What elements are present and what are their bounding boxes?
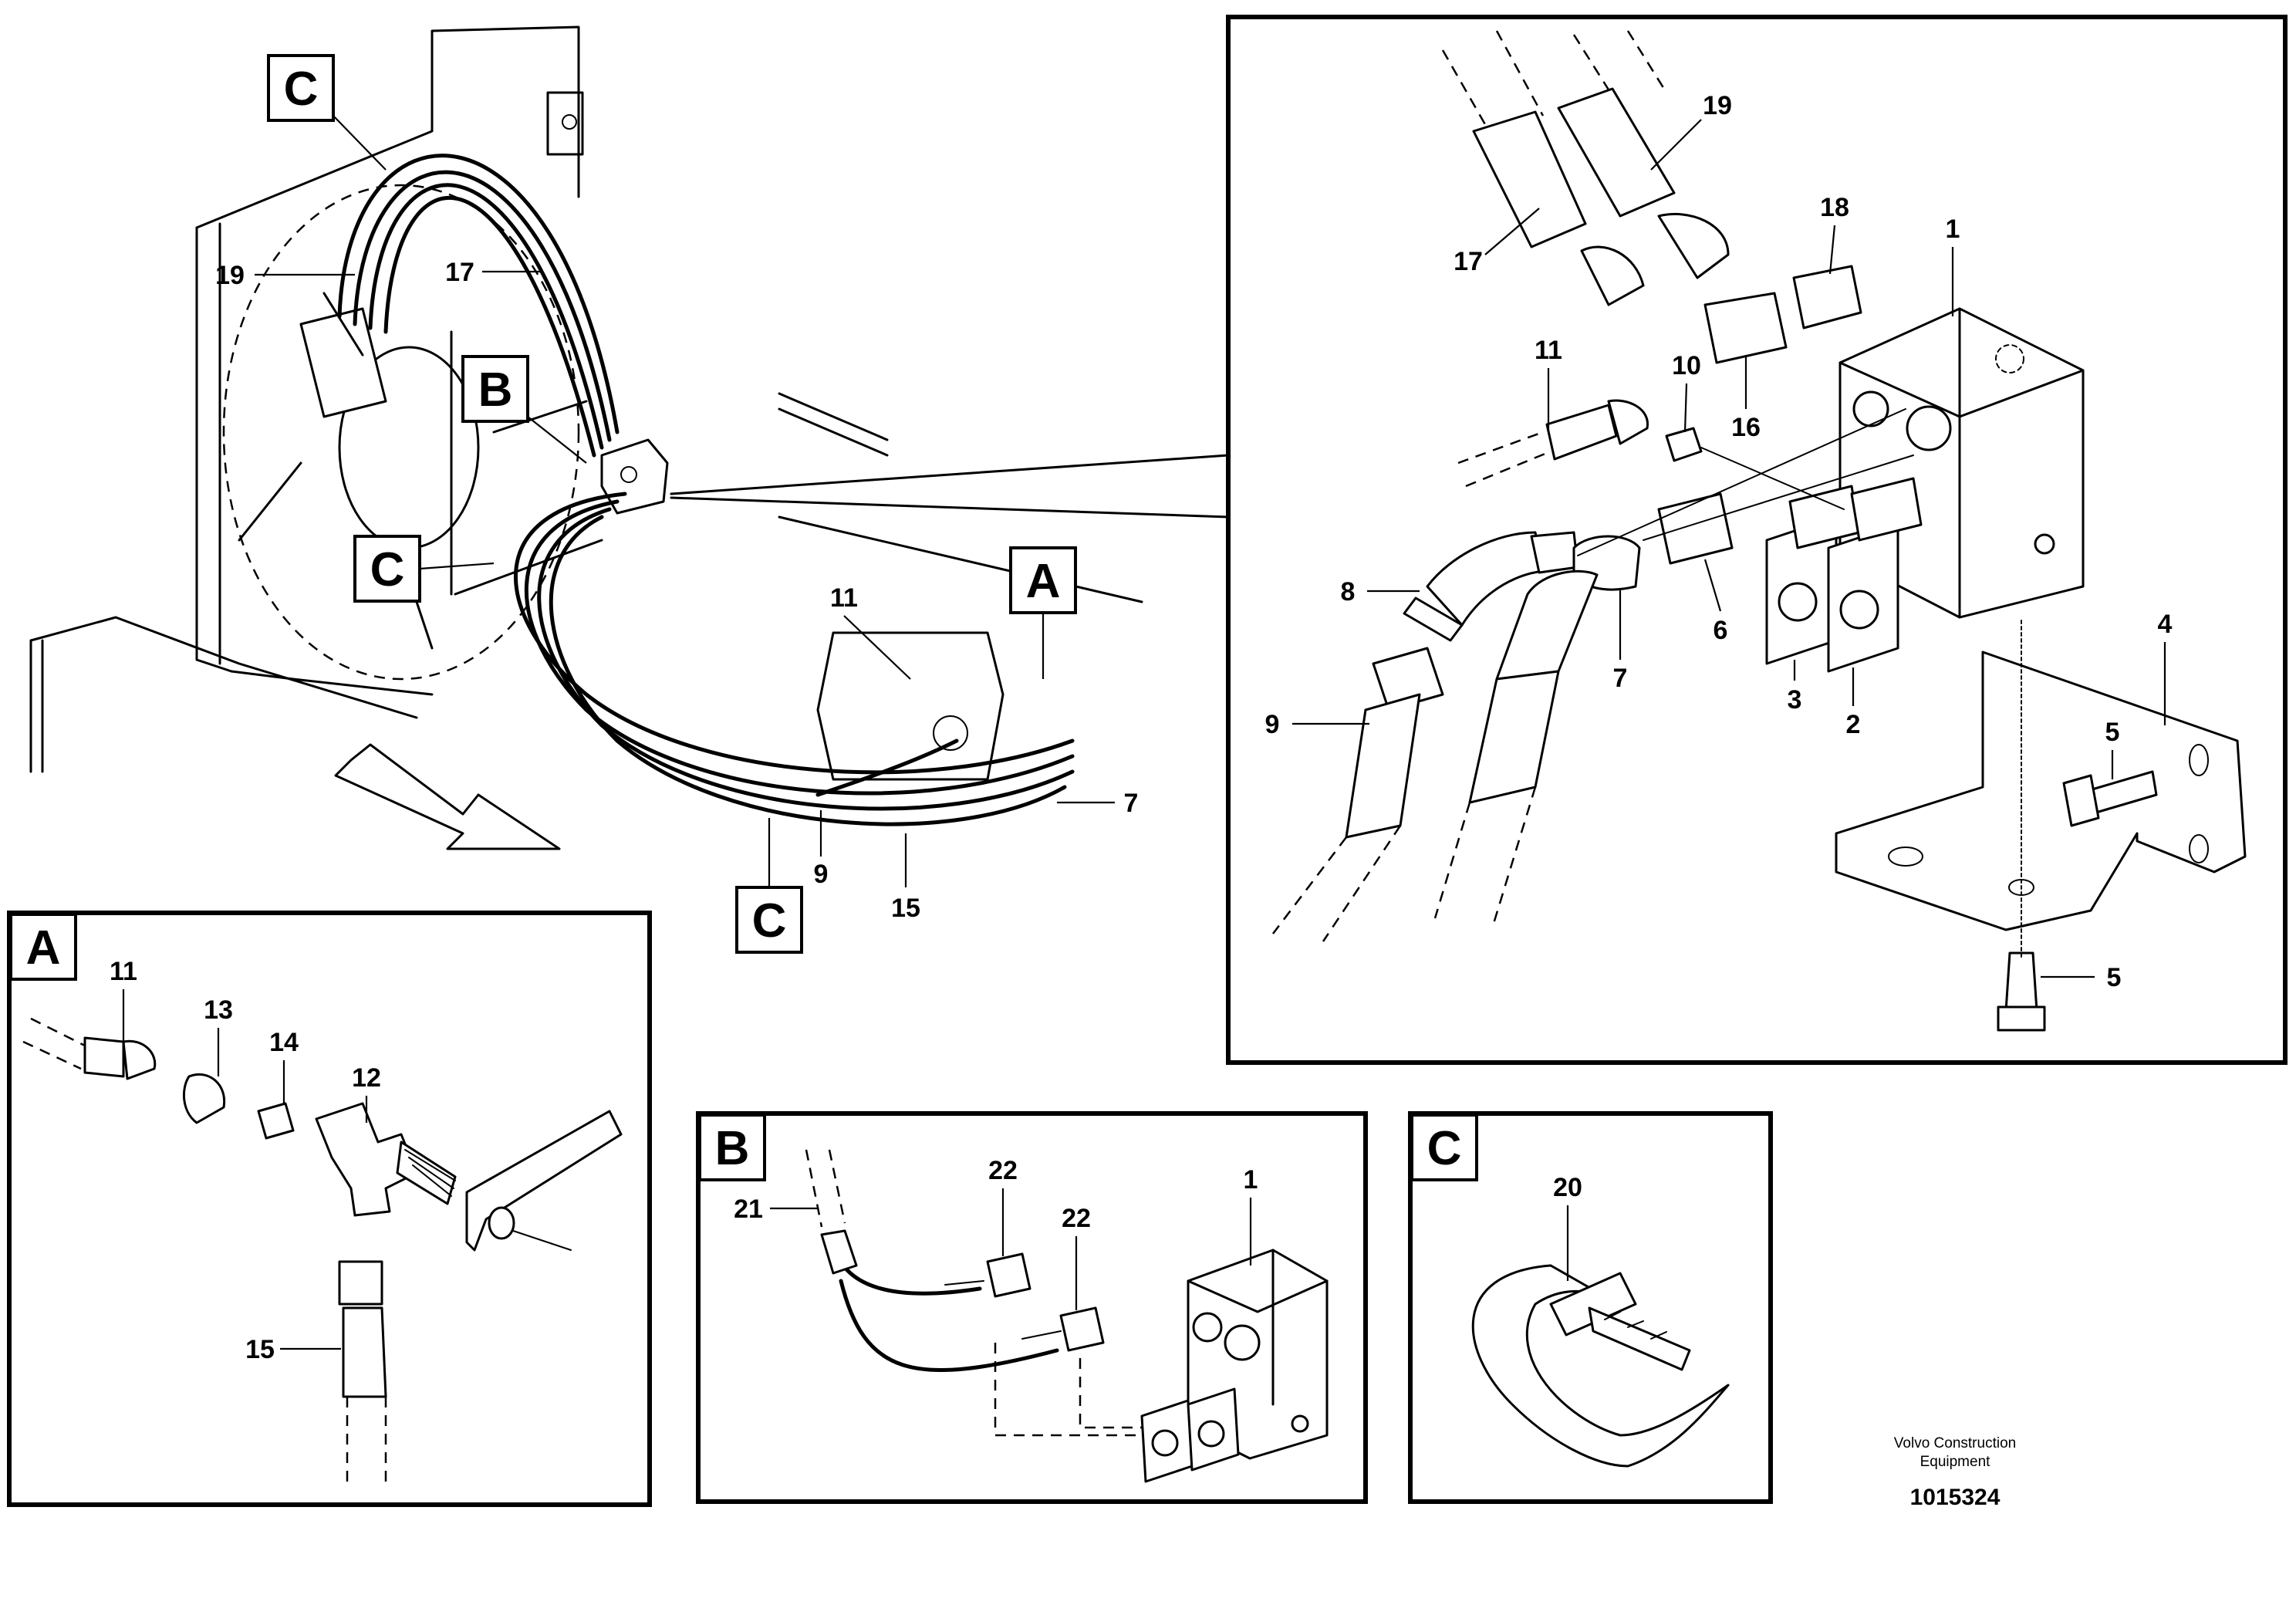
callout-5: 5 xyxy=(2107,963,2122,992)
overview-assembly xyxy=(29,25,1143,850)
callout-7: 7 xyxy=(1613,664,1628,693)
view-a-callouts: 11 13 14 12 15 xyxy=(110,957,381,1364)
detail-callouts: 19 17 18 1 11 10 16 8 9 7 6 3 2 4 5 5 xyxy=(1265,91,2173,992)
callout-9: 9 xyxy=(1265,710,1280,739)
tag-letter: C xyxy=(752,894,787,948)
callout-22: 22 xyxy=(988,1156,1018,1185)
view-c-callouts: 20 xyxy=(1553,1173,1582,1281)
callout-17: 17 xyxy=(1454,247,1483,276)
callout-11: 11 xyxy=(1535,336,1562,365)
overview-tag-c-bottom: C xyxy=(735,818,803,954)
overview-tag-c-mid: C xyxy=(353,535,495,603)
caption-line1: Volvo Construction xyxy=(1894,1435,2016,1451)
caption: Volvo Construction Equipment 1015324 xyxy=(1894,1435,2016,1510)
callout-5: 5 xyxy=(2105,718,2120,747)
callout-15: 15 xyxy=(891,894,920,923)
callout-1: 1 xyxy=(1946,215,1960,244)
view-a-letter: A xyxy=(26,921,61,975)
callout-22: 22 xyxy=(1062,1204,1091,1233)
detail-view xyxy=(1226,15,2288,1065)
overview-tag-a: A xyxy=(1009,546,1077,679)
callout-4: 4 xyxy=(2158,610,2173,639)
view-a: A xyxy=(7,911,652,1507)
view-b: B xyxy=(696,1111,1368,1504)
callout-2: 2 xyxy=(1846,710,1861,739)
callout-19: 19 xyxy=(1703,91,1732,120)
view-c: C xyxy=(1408,1111,1773,1504)
callout-15: 15 xyxy=(245,1335,275,1364)
callout-13: 13 xyxy=(204,995,233,1025)
callout-1: 1 xyxy=(1244,1165,1258,1195)
callout-10: 10 xyxy=(1672,351,1701,380)
callout-17: 17 xyxy=(445,258,474,287)
callout-9: 9 xyxy=(814,860,829,889)
callout-7: 7 xyxy=(1124,789,1139,818)
callout-6: 6 xyxy=(1714,616,1728,645)
callout-3: 3 xyxy=(1788,685,1802,715)
tag-letter: C xyxy=(370,543,405,596)
tag-letter: B xyxy=(478,363,513,417)
callout-18: 18 xyxy=(1820,193,1849,222)
caption-line2: Equipment xyxy=(1920,1454,1991,1470)
view-b-callouts: 21 22 22 1 xyxy=(734,1156,1258,1310)
callout-8: 8 xyxy=(1341,577,1356,607)
overview-tag-b: B xyxy=(461,355,587,464)
view-c-letter: C xyxy=(1427,1122,1462,1175)
tag-letter: A xyxy=(1026,555,1061,608)
callout-14: 14 xyxy=(269,1028,299,1057)
hose-bundle xyxy=(337,154,1075,826)
callout-16: 16 xyxy=(1731,413,1761,442)
document-number: 1015324 xyxy=(1910,1485,2001,1510)
callout-11: 11 xyxy=(830,583,858,613)
overview-tag-c-top: C xyxy=(267,54,387,171)
callout-20: 20 xyxy=(1553,1173,1582,1202)
callout-19: 19 xyxy=(215,261,245,290)
detail-pointer-lines xyxy=(670,454,1230,519)
callout-12: 12 xyxy=(352,1063,381,1093)
tag-letter: C xyxy=(284,63,319,116)
view-b-letter: B xyxy=(715,1122,750,1175)
callout-11: 11 xyxy=(110,957,137,986)
callout-21: 21 xyxy=(734,1195,763,1224)
overview-callouts: 19 17 11 7 9 15 xyxy=(215,258,1138,923)
